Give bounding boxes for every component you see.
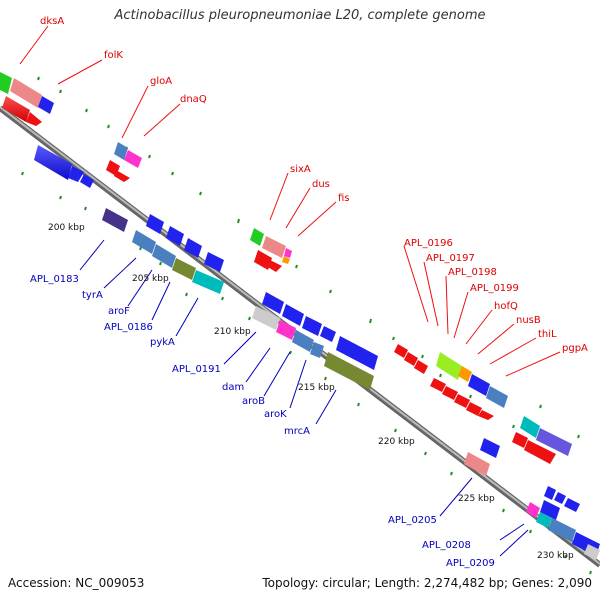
gene-magenta — [276, 320, 296, 340]
gene-label-fis: fis — [338, 193, 350, 204]
scale-label: 230 kbp — [537, 551, 574, 561]
gene-blue-arrow — [68, 166, 84, 182]
scale-label: 225 kbp — [458, 494, 495, 504]
gene-green — [0, 72, 12, 94]
gene-label-sixA: sixA — [290, 164, 311, 175]
gene-label-pykA: pykA — [150, 337, 175, 348]
gene-label-APL_0209: APL_0209 — [446, 558, 495, 569]
gene-label-aroK: aroK — [264, 409, 287, 420]
genome-summary: Topology: circular; Length: 2,274,482 bp… — [262, 576, 592, 590]
gene-teal — [520, 416, 540, 438]
gene-label-APL_0196: APL_0196 — [404, 238, 453, 249]
gene-red — [2, 96, 30, 122]
gene-lime — [436, 352, 462, 380]
gene-label-APL_0191: APL_0191 — [172, 364, 221, 375]
gene-red-arrow — [266, 260, 282, 272]
bottom-strand-genes — [34, 145, 600, 560]
scale-label: 215 kbp — [298, 383, 335, 393]
scale-label: 210 kbp — [214, 327, 251, 337]
gene-label-hofQ: hofQ — [494, 301, 518, 312]
bottom-gene-labels: APL_0183 tyrA aroF APL_0186 pykA APL_019… — [30, 274, 495, 569]
gene-label-tyrA: tyrA — [82, 290, 103, 301]
gene-label-gloA: gloA — [150, 76, 172, 87]
gene-label-APL_0205: APL_0205 — [388, 515, 437, 526]
accession-label: Accession: NC_009053 — [8, 576, 145, 590]
gene-magenta — [284, 248, 292, 258]
gene-grey — [252, 306, 280, 330]
gene-steelblue — [114, 142, 128, 160]
gene-olive — [324, 352, 374, 390]
gene-blue — [336, 336, 378, 370]
gene-pink — [464, 452, 490, 476]
gene-label-pgpA: pgpA — [562, 343, 588, 354]
gene-green — [250, 228, 264, 246]
gene-label-APL_0183: APL_0183 — [30, 274, 79, 285]
gene-steelblue — [486, 386, 508, 408]
gene-orange — [282, 256, 290, 264]
gene-label-APL_0208: APL_0208 — [422, 540, 471, 551]
gene-label-aroB: aroB — [242, 396, 265, 407]
gene-purple — [536, 428, 572, 456]
gene-olive — [172, 258, 196, 280]
gene-label-thiL: thiL — [538, 329, 557, 340]
gene-label-folK: folK — [104, 50, 123, 61]
map-title: Actinobacillus pleuropneumoniae L20, com… — [114, 8, 486, 23]
gene-orange — [458, 366, 472, 382]
gene-teal — [192, 270, 224, 294]
gene-steelblue — [132, 230, 156, 254]
gene-blue — [38, 96, 54, 114]
gene-label-APL_0199: APL_0199 — [470, 283, 519, 294]
top-label-leaders — [19, 25, 561, 377]
gene-label-nusB: nusB — [516, 315, 541, 326]
scale-label: 205 kbp — [132, 274, 169, 284]
gene-label-dksA: dksA — [40, 16, 64, 27]
gene-pink — [10, 78, 42, 108]
gene-blue — [468, 374, 490, 396]
gene-label-mrcA: mrcA — [284, 426, 310, 437]
gene-label-APL_0186: APL_0186 — [104, 322, 153, 333]
gene-magenta — [124, 150, 142, 168]
gene-blue — [34, 145, 72, 180]
scale-label: 220 kbp — [378, 437, 415, 447]
scale-labels: 200 kbp 205 kbp 210 kbp 215 kbp 220 kbp … — [48, 223, 574, 561]
top-strand-genes — [0, 72, 572, 464]
gene-darkpurple — [102, 208, 128, 232]
gene-label-APL_0198: APL_0198 — [448, 267, 497, 278]
top-gene-labels: dksA folK gloA dnaQ sixA dus fis APL_019… — [40, 16, 588, 354]
gene-red-arrow — [26, 112, 42, 126]
gene-label-dam: dam — [222, 382, 244, 393]
bottom-label-leaders — [79, 239, 529, 557]
gene-red-arrow — [114, 170, 130, 182]
gene-label-APL_0197: APL_0197 — [426, 253, 475, 264]
gene-label-dnaQ: dnaQ — [180, 94, 207, 105]
gene-label-aroF: aroF — [108, 306, 130, 317]
gene-pink — [262, 236, 286, 258]
gene-label-dus: dus — [312, 179, 330, 190]
scale-label: 200 kbp — [48, 223, 85, 233]
